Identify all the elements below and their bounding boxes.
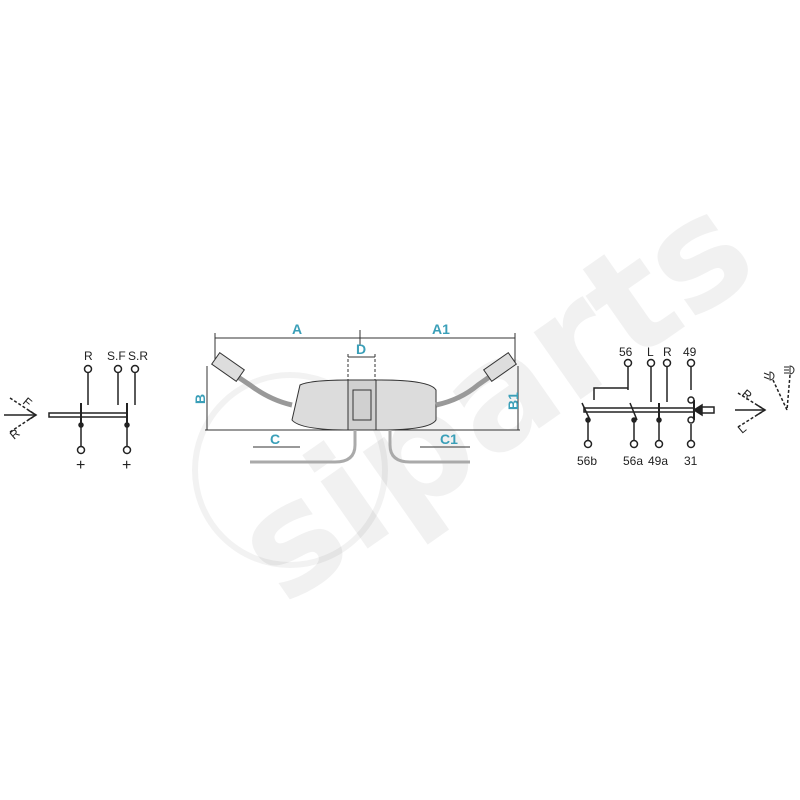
direction-label-f: F <box>20 395 35 410</box>
direction-label-r: R <box>7 426 23 443</box>
terminal-label-31: 31 <box>684 454 698 468</box>
combination-switch-drawing <box>205 330 520 464</box>
high-beam-icon <box>784 365 795 375</box>
terminal-label-sf: S.F <box>107 349 126 363</box>
direction-label-r-right: R <box>739 387 755 404</box>
terminal-label-sr: S.R <box>128 349 148 363</box>
terminal-label-r: R <box>84 349 93 363</box>
dimension-d: D <box>356 341 366 357</box>
low-beam-icon <box>763 371 775 381</box>
dimension-b: B <box>192 394 208 404</box>
terminal-label-56b: 56b <box>577 454 597 468</box>
terminal-label-plus-2: + <box>122 457 131 474</box>
terminal-label-49: 49 <box>683 345 697 359</box>
terminal-label-49a: 49a <box>648 454 668 468</box>
terminal-label-56: 56 <box>619 345 633 359</box>
watermark: siparts <box>192 159 783 637</box>
terminal-label-r-right: R <box>663 345 672 359</box>
dimension-a: A <box>292 321 302 337</box>
dimension-b1: B1 <box>505 392 521 410</box>
svg-text:siparts: siparts <box>205 159 783 637</box>
terminal-label-56a: 56a <box>623 454 643 468</box>
terminal-label-l: L <box>647 345 654 359</box>
direction-label-l-right: L <box>735 421 749 436</box>
dimension-c1: C1 <box>440 431 458 447</box>
terminal-label-plus-1: + <box>76 457 85 474</box>
left-switch-schematic <box>4 364 140 455</box>
dimension-c: C <box>270 431 280 447</box>
dimension-a1: A1 <box>432 321 450 337</box>
right-switch-schematic <box>581 358 791 449</box>
